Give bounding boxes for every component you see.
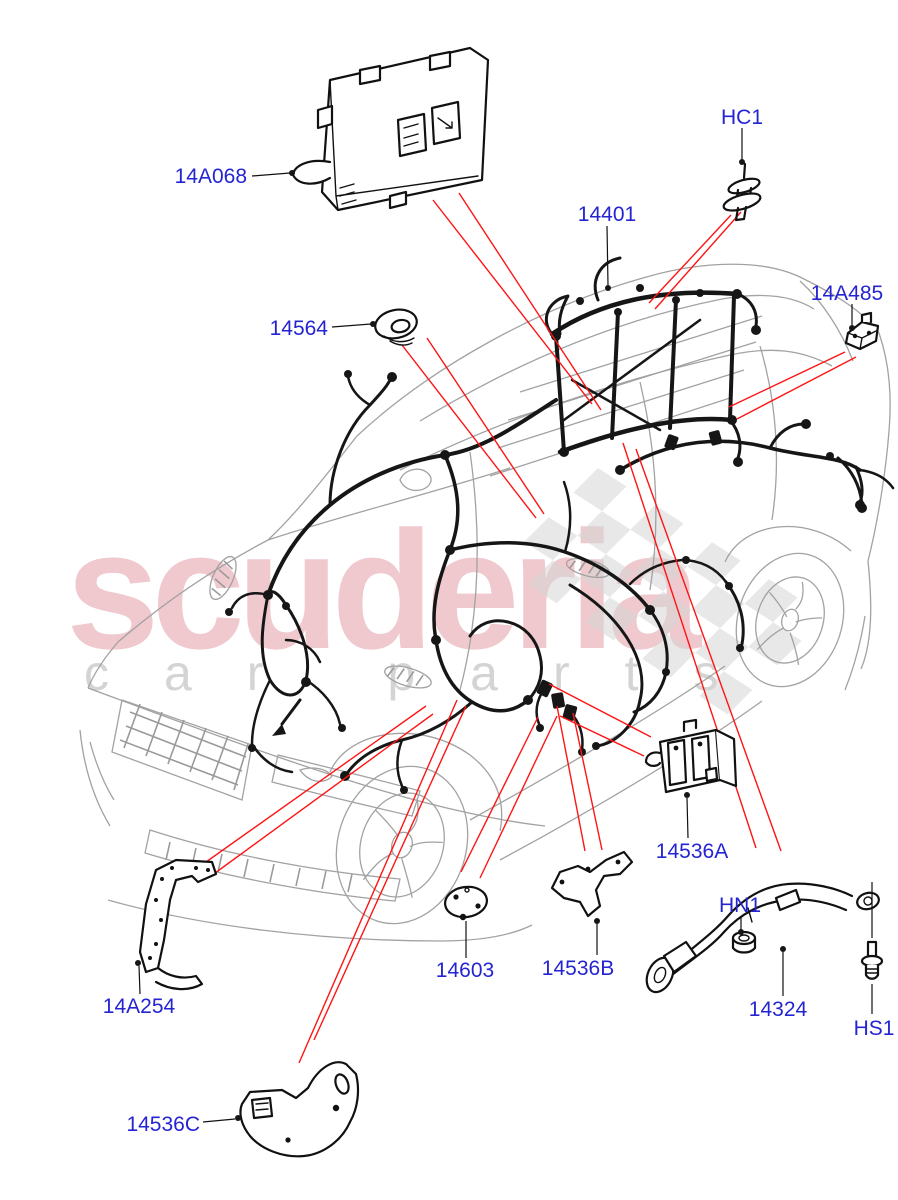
- part-label-HC1[interactable]: HC1: [721, 106, 763, 129]
- control-module-drawing: [291, 46, 490, 212]
- part-label-14401[interactable]: 14401: [578, 203, 636, 226]
- checkered-flag-watermark: [524, 468, 802, 715]
- bracket-14a254-drawing: [138, 858, 218, 991]
- grommet-drawing: [374, 308, 418, 346]
- part-label-14324[interactable]: 14324: [749, 998, 808, 1021]
- nut-hn1-drawing: [731, 930, 757, 954]
- part-label-14536B[interactable]: 14536B: [542, 957, 614, 980]
- bracket-14536b-drawing: [550, 850, 634, 918]
- part-label-14564[interactable]: 14564: [270, 317, 329, 340]
- part-label-14536C[interactable]: 14536C: [126, 1113, 200, 1136]
- vehicle-outline-drawing: [79, 263, 891, 942]
- part-label-HS1[interactable]: HS1: [854, 1017, 895, 1040]
- bracket-14536c-drawing: [239, 1061, 360, 1158]
- watermark-layer: scuderia car parts: [66, 468, 802, 715]
- part-label-14A068[interactable]: 14A068: [175, 165, 247, 188]
- label-leader-lines: [135, 128, 873, 1123]
- part-label-14A485[interactable]: 14A485: [811, 282, 883, 305]
- part-label-14536A[interactable]: 14536A: [656, 840, 728, 863]
- fastener-hc1-drawing: [722, 162, 762, 222]
- bracket-14536a-drawing: [644, 718, 738, 794]
- bracket-14a485-drawing: [844, 311, 880, 351]
- cover-plate-drawing: [443, 885, 489, 921]
- part-label-HN1[interactable]: HN1: [719, 894, 761, 917]
- part-label-14603[interactable]: 14603: [436, 959, 494, 982]
- part-code-labels: 14A068 HC1 14401 14A485 14564 14536A HN1…: [103, 106, 895, 1136]
- battery-cable-drawing: [645, 882, 880, 994]
- part-label-14A254[interactable]: 14A254: [103, 995, 176, 1018]
- bolt-hs1-drawing: [860, 882, 884, 980]
